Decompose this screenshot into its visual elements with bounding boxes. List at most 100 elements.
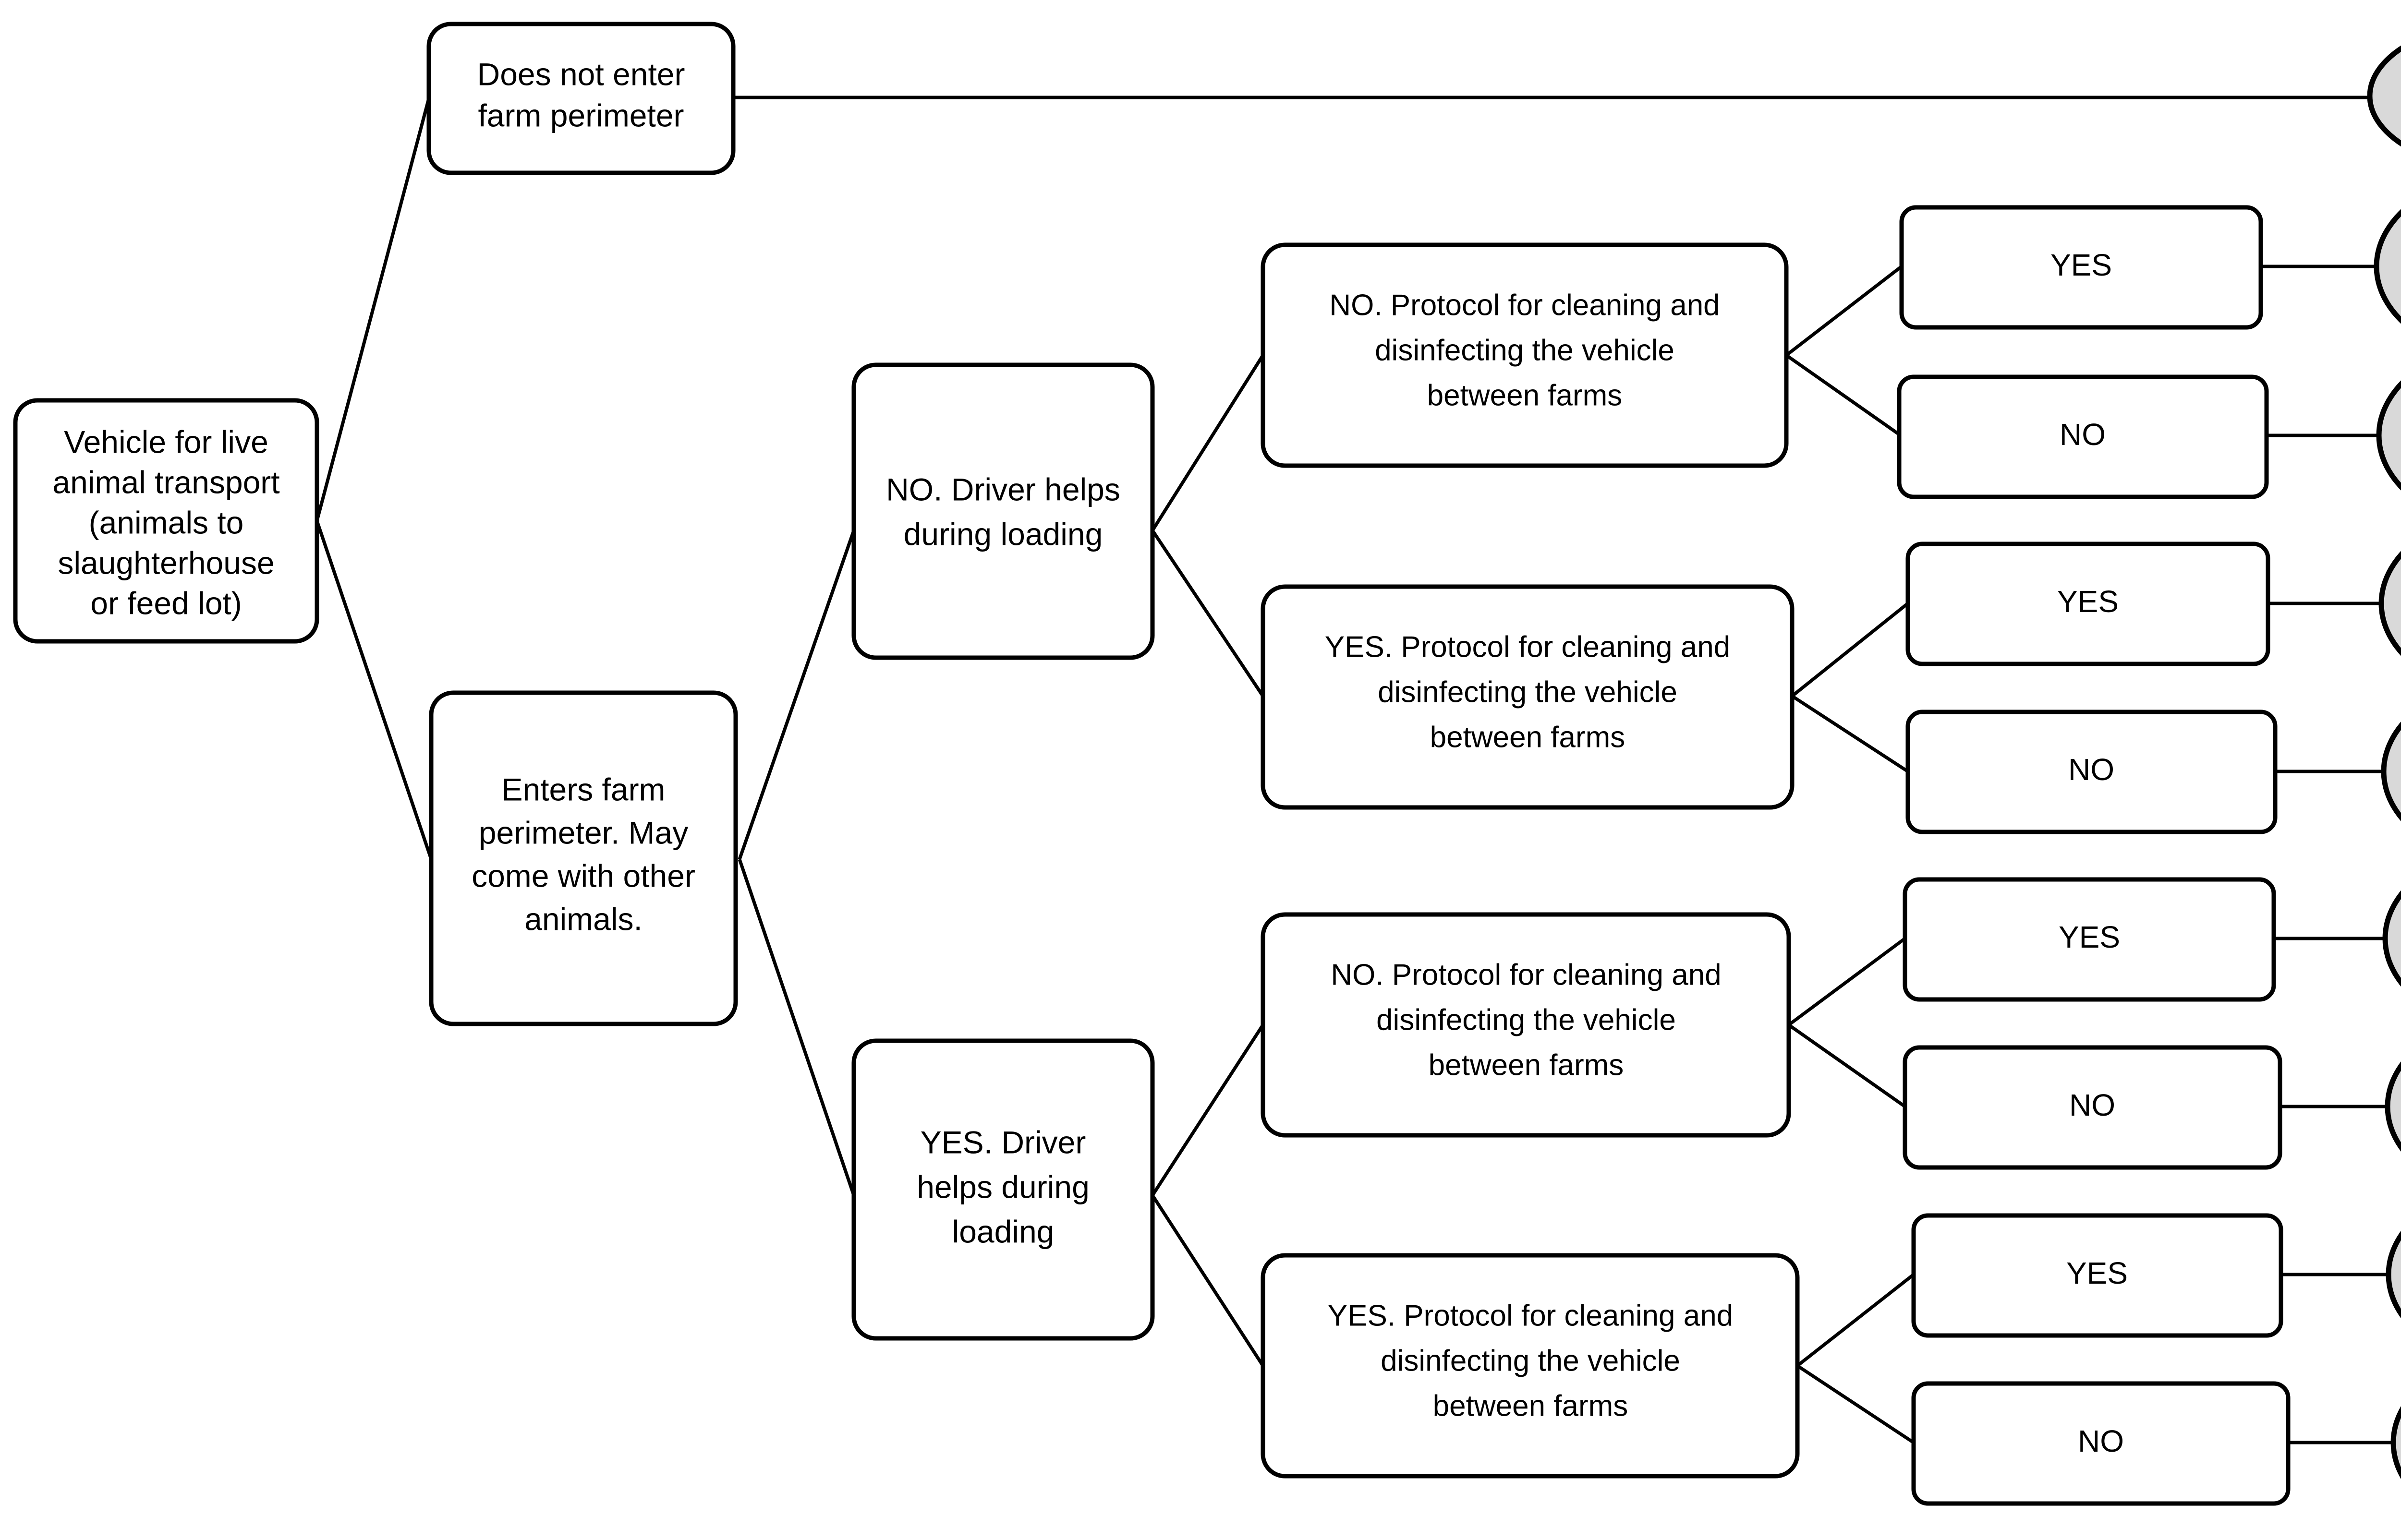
answer-2-label: NO: [2060, 417, 2106, 452]
outcome-e2-shape[interactable]: [2374, 170, 2401, 362]
answer-1-shape[interactable]: [1899, 205, 2263, 330]
edge-proto-no-b-to-ans-5: [1787, 937, 1906, 1026]
node-driver-yes-shape[interactable]: [851, 1038, 1155, 1341]
edge-proto-yes-b-to-ans-8: [1796, 1364, 1915, 1444]
node-proto-yes-a-line-1: disinfecting the vehicle: [1378, 675, 1677, 709]
node-driver-no-shape[interactable]: [851, 362, 1155, 660]
answer-5-shape[interactable]: [1903, 877, 2276, 1002]
edge-proto-yes-a-to-ans-3: [1791, 602, 1909, 698]
answer-box-no-e5[interactable]: NO: [1905, 710, 2278, 834]
edge-driver-no-to-proto-no-a: [1151, 354, 1264, 531]
node-enters-line-0: Enters farm: [501, 771, 665, 807]
node-driver-yes-line-1: helps during: [917, 1169, 1090, 1204]
node-protocol-no-lower[interactable]: NO. Protocol for cleaning and disinfecti…: [1261, 912, 1791, 1138]
node-root-line-3: slaughterhouse: [58, 545, 274, 580]
node-proto-yes-a-line-0: YES. Protocol for cleaning and: [1325, 630, 1730, 663]
answer-7-shape[interactable]: [1911, 1213, 2283, 1338]
node-enters-farm-perimeter[interactable]: Enters farm perimeter. May come with oth…: [429, 690, 738, 1026]
node-proto-yes-a-line-2: between farms: [1430, 721, 1625, 754]
answer-4-label: NO: [2068, 752, 2114, 787]
edge-driver-yes-to-proto-yes-b: [1151, 1194, 1264, 1367]
node-protocol-yes-upper[interactable]: YES. Protocol for cleaning and disinfect…: [1261, 584, 1795, 810]
node-enters-line-1: perimeter. May: [479, 815, 688, 850]
edge-driver-yes-to-proto-no-b: [1151, 1024, 1264, 1196]
node-proto-no-a-line-1: disinfecting the vehicle: [1375, 334, 1674, 367]
node-proto-yes-b-shape[interactable]: [1261, 1253, 1800, 1479]
node-proto-no-b-line-1: disinfecting the vehicle: [1376, 1003, 1676, 1036]
outcome-node-e2[interactable]: E2: [2374, 170, 2401, 362]
edge-enters-to-driver-yes: [738, 858, 856, 1196]
outcome-e1-shape[interactable]: [2367, 19, 2401, 173]
edge-enters-to-driver-no: [738, 529, 856, 860]
outcome-node-e8[interactable]: E8: [2386, 1179, 2401, 1371]
node-proto-no-a-shape[interactable]: [1261, 242, 1789, 468]
node-protocol-no-upper[interactable]: NO. Protocol for cleaning and disinfecti…: [1261, 242, 1789, 468]
answer-box-no-e3[interactable]: NO: [1897, 374, 2269, 499]
answer-box-yes-e4[interactable]: YES: [1905, 541, 2270, 666]
node-enters-shape[interactable]: [429, 690, 738, 1026]
edge-proto-no-a-to-ans-1: [1785, 265, 1903, 357]
edge-proto-yes-a-to-ans-4: [1791, 695, 1909, 773]
node-no-enter-line-1: farm perimeter: [478, 97, 684, 133]
node-no-enter-line-0: Does not enter: [477, 56, 685, 92]
answer-1-label: YES: [2050, 248, 2112, 282]
answer-3-label: YES: [2057, 584, 2119, 619]
outcome-node-e1[interactable]: E1: [2367, 19, 2401, 173]
outcome-e4-shape[interactable]: [2378, 507, 2401, 699]
node-proto-no-b-line-0: NO. Protocol for cleaning and: [1331, 958, 1721, 991]
node-does-not-enter-farm-perimeter[interactable]: Does not enter farm perimeter: [426, 22, 736, 175]
node-driver-yes-line-2: loading: [952, 1214, 1055, 1249]
outcome-node-e3[interactable]: E3: [2376, 339, 2401, 531]
answer-8-label: NO: [2078, 1424, 2124, 1458]
outcome-node-e7[interactable]: E7: [2385, 1011, 2401, 1203]
edge-root-to-no-enter: [315, 98, 431, 521]
node-driver-yes-line-0: YES. Driver: [921, 1124, 1086, 1160]
node-proto-no-a-line-2: between farms: [1427, 379, 1623, 412]
outcome-node-e5[interactable]: E5: [2381, 675, 2401, 867]
answer-6-shape[interactable]: [1903, 1045, 2282, 1170]
outcome-node-e4[interactable]: E4: [2378, 507, 2401, 699]
answer-8-shape[interactable]: [1911, 1381, 2291, 1506]
node-root-line-4: or feed lot): [90, 585, 242, 621]
node-proto-yes-b-line-1: disinfecting the vehicle: [1381, 1344, 1680, 1377]
node-enters-line-2: come with other: [472, 858, 695, 893]
answer-2-shape[interactable]: [1897, 374, 2269, 499]
node-enters-line-3: animals.: [524, 901, 643, 937]
outcome-node-e6[interactable]: E6: [2382, 842, 2401, 1035]
node-root-shape[interactable]: [13, 398, 319, 644]
outcome-e3-shape[interactable]: [2376, 339, 2401, 531]
node-proto-yes-a-shape[interactable]: [1261, 584, 1795, 810]
node-driver-no-line-0: NO. Driver helps: [886, 471, 1120, 507]
node-no-enter-shape[interactable]: [426, 22, 736, 175]
answer-box-yes-e2[interactable]: YES: [1899, 205, 2263, 330]
edge-proto-no-a-to-ans-2: [1785, 354, 1901, 436]
node-proto-yes-b-line-0: YES. Protocol for cleaning and: [1328, 1299, 1733, 1332]
outcome-e6-shape[interactable]: [2382, 842, 2401, 1035]
answer-box-no-e7[interactable]: NO: [1903, 1045, 2282, 1170]
node-proto-yes-b-line-2: between farms: [1433, 1389, 1628, 1422]
node-proto-no-b-line-2: between farms: [1429, 1048, 1624, 1082]
outcome-node-e9[interactable]: E9: [2390, 1347, 2401, 1539]
answer-3-shape[interactable]: [1905, 541, 2270, 666]
node-driver-helps-yes[interactable]: YES. Driver helps during loading: [851, 1038, 1155, 1341]
edge-group: [315, 96, 2392, 1444]
answer-box-yes-e8[interactable]: YES: [1911, 1213, 2283, 1338]
node-root-line-0: Vehicle for live: [64, 424, 268, 459]
node-driver-helps-no[interactable]: NO. Driver helps during loading: [851, 362, 1155, 660]
node-root[interactable]: Vehicle for live animal transport (anima…: [13, 398, 319, 644]
outcome-e5-shape[interactable]: [2381, 675, 2401, 867]
answer-6-label: NO: [2069, 1088, 2115, 1122]
answer-7-label: YES: [2066, 1256, 2128, 1290]
answer-box-yes-e6[interactable]: YES: [1903, 877, 2276, 1002]
outcome-e7-shape[interactable]: [2385, 1011, 2401, 1203]
node-protocol-yes-lower[interactable]: YES. Protocol for cleaning and disinfect…: [1261, 1253, 1800, 1479]
outcome-e8-shape[interactable]: [2386, 1179, 2401, 1371]
outcome-e9-shape[interactable]: [2390, 1347, 2401, 1539]
node-root-line-2: (animals to: [89, 505, 244, 540]
answer-5-label: YES: [2059, 920, 2120, 954]
node-proto-no-b-shape[interactable]: [1261, 912, 1791, 1138]
answer-4-shape[interactable]: [1905, 710, 2278, 834]
answer-box-no-e9[interactable]: NO: [1911, 1381, 2291, 1506]
